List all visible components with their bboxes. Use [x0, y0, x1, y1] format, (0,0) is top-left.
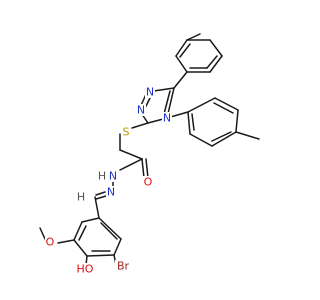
- bond: [78, 225, 87, 241]
- bond: [119, 158, 143, 171]
- atom-sulfur: S: [123, 126, 130, 139]
- bond: [187, 111, 191, 135]
- bonds: [39, 33, 260, 266]
- bond: [141, 158, 145, 179]
- bond: [214, 97, 239, 111]
- bond: [175, 39, 188, 57]
- atom-n-triazole-ring: N: [163, 112, 171, 125]
- bond: [209, 39, 223, 57]
- bond: [94, 196, 100, 219]
- bond: [95, 195, 107, 200]
- bond: [175, 55, 188, 73]
- bond: [191, 113, 195, 131]
- molecule-structure: N N N S O N H N H Br O HO: [39, 33, 260, 276]
- bond: [213, 102, 234, 114]
- bond: [209, 55, 223, 73]
- bond: [131, 122, 149, 129]
- atom-oxygen-methoxy: O: [46, 236, 55, 249]
- bond: [211, 131, 237, 147]
- bond: [187, 97, 216, 113]
- atom-n-imine: N: [107, 186, 115, 199]
- bond: [206, 55, 218, 69]
- atom-bromine: Br: [117, 260, 130, 273]
- bond: [113, 238, 122, 256]
- atom-nh-hydrogen: H: [98, 170, 106, 183]
- molecule-canvas: N N N S O N H N H Br O HO: [39, 33, 260, 276]
- bond: [86, 254, 115, 257]
- bond: [100, 222, 118, 240]
- bond: [95, 191, 106, 196]
- bond: [73, 221, 83, 241]
- bond: [98, 217, 122, 240]
- bond: [189, 133, 213, 147]
- atom-oxygen-carbonyl: O: [144, 176, 153, 189]
- atom-h-imine: H: [77, 191, 85, 204]
- bond: [57, 239, 75, 244]
- bond: [235, 131, 260, 140]
- atom-hydroxyl: HO: [77, 263, 94, 276]
- bond: [119, 149, 143, 160]
- atom-n-triazole-top: N: [146, 86, 154, 99]
- atom-nh: N: [109, 170, 117, 183]
- bond: [73, 239, 88, 257]
- bond: [163, 90, 171, 115]
- bond: [179, 43, 191, 58]
- bond: [186, 33, 201, 41]
- bond: [235, 109, 239, 133]
- atom-labels: N N N S O N H N H Br O HO: [45, 86, 172, 276]
- atom-n-triazole-left: N: [137, 104, 145, 117]
- bond: [211, 131, 232, 142]
- bond: [81, 217, 100, 223]
- bond: [39, 227, 46, 240]
- bond: [145, 158, 149, 179]
- bond: [173, 71, 188, 89]
